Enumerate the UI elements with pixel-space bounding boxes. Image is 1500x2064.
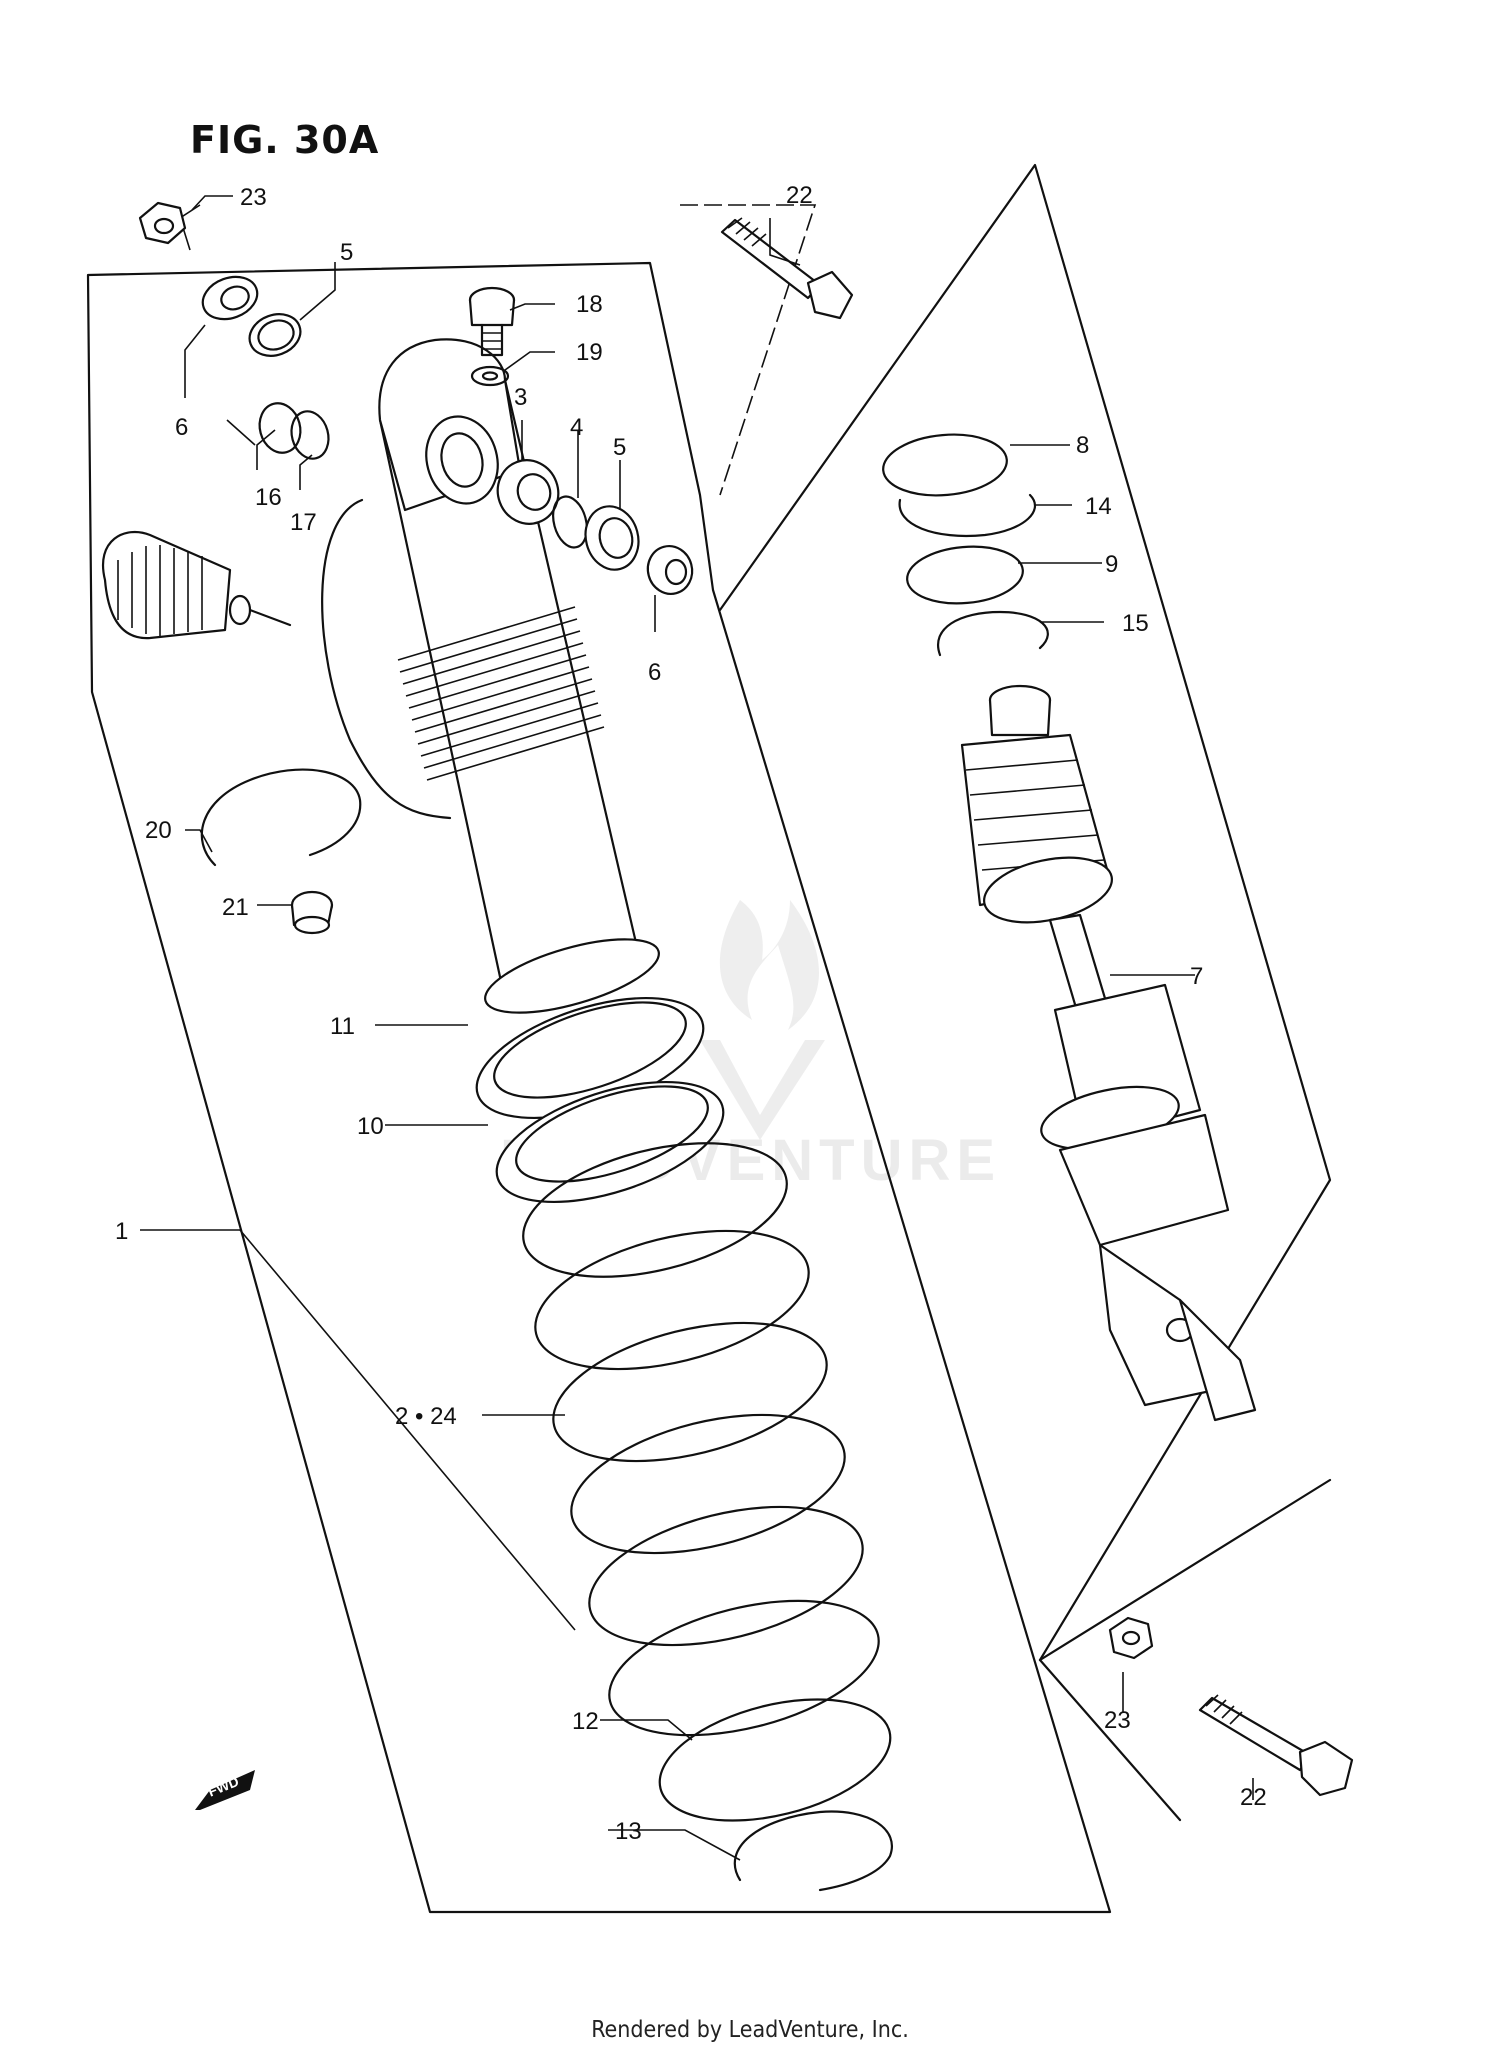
callout-6-right: 6 [648,659,661,686]
callout-labels: 23 22 5 18 19 6 16 17 3 4 5 6 8 14 9 15 … [115,182,1267,1845]
callout-4: 4 [570,414,583,441]
stopper-ring-13 [733,1810,893,1892]
washer-8 [882,433,1008,497]
callout-22-top: 22 [786,182,813,209]
callout-21: 21 [222,894,249,921]
callout-6-left: 6 [175,414,188,441]
callout-8: 8 [1076,432,1089,459]
snap-ring-20 [200,768,362,867]
render-credit: Rendered by LeadVenture, Inc. [591,2017,909,2043]
callout-12: 12 [572,1708,599,1735]
spring-guide-12 [658,1698,892,1822]
figure-title: FIG. 30A [190,118,380,162]
callout-13: 13 [615,1818,642,1845]
callout-5-right: 5 [613,434,626,461]
spring-lock-nut-10 [495,1080,725,1204]
bushing-6a [201,275,259,321]
leader-lines [140,195,1254,1861]
callout-5-left: 5 [340,239,353,266]
o-ring-16 [258,402,302,454]
circlip-4 [552,495,588,549]
callout-20: 20 [145,817,172,844]
ring-14 [898,493,1037,537]
bolt-22a [720,217,854,320]
assembly-outline-lower [1038,1478,1332,1822]
callout-7: 7 [1190,963,1203,990]
bolt-22b [1198,1694,1354,1797]
oil-seal-5a [248,313,302,357]
forward-direction-badge: FWD [195,1770,255,1810]
callout-22-bottom: 22 [1240,1784,1267,1811]
o-ring-17 [290,410,330,460]
ring-9 [906,545,1024,605]
nut-23a [138,201,187,245]
callout-16: 16 [255,484,282,511]
callout-1: 1 [115,1218,128,1245]
callout-18: 18 [576,291,603,318]
assembly-outline-shock [86,261,1112,1914]
reservoir-cap [102,530,292,640]
bearing-3 [496,459,560,525]
callout-11: 11 [330,1013,355,1040]
callout-2-24: 2 • 24 [395,1403,457,1430]
assembly-outline-rod [718,163,1332,1662]
coil-spring [522,1142,880,1737]
callout-23-top: 23 [240,184,267,211]
callout-3: 3 [514,384,527,411]
callout-19: 19 [576,339,603,366]
ring-15 [937,610,1049,657]
nut-23b [1108,1616,1154,1660]
callout-15: 15 [1122,610,1149,637]
oil-seal-5b [584,505,640,571]
bolt-18 [468,286,516,357]
callout-10: 10 [357,1113,384,1140]
piston-rod-7 [960,684,1257,1422]
bushing-21 [290,890,334,935]
callout-14: 14 [1085,493,1112,520]
bushing-6b [646,545,694,595]
shock-body [378,338,660,1014]
reservoir-hose [321,498,452,820]
bolt-leader-frame [680,204,817,496]
callout-17: 17 [290,509,317,536]
callout-9: 9 [1105,551,1118,578]
callout-23-bottom: 23 [1104,1707,1131,1734]
washer-19 [470,365,510,387]
